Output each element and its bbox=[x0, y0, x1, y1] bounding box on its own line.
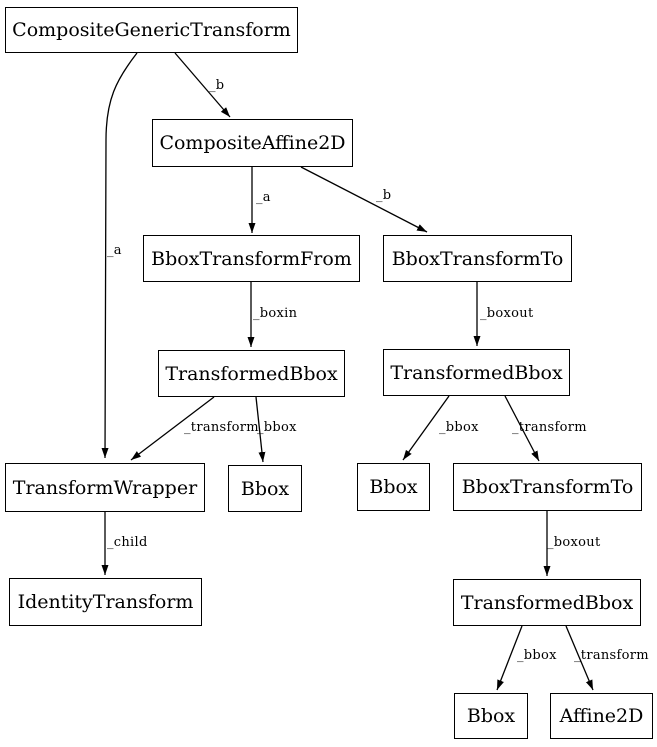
node-composite-generic-transform: CompositeGenericTransform bbox=[5, 7, 298, 53]
edge-label-b-mid: _b bbox=[376, 188, 392, 203]
edge-label-boxout-2: _boxout bbox=[547, 535, 601, 550]
edge-label-bbox-left: _bbox bbox=[257, 420, 297, 435]
edge-compositeaffine2d-to-bboxtransformto1 bbox=[300, 166, 428, 233]
edge-transformedbboxright-to-bboxright bbox=[402, 395, 450, 461]
edge-label-b-top: _b bbox=[209, 78, 225, 93]
edge-label-transform-bottom: _transform bbox=[574, 648, 649, 663]
edge-label-child: _child bbox=[107, 535, 148, 550]
edge-label-a-mid: _a bbox=[256, 190, 271, 205]
node-transformed-bbox-right: TransformedBbox bbox=[383, 349, 570, 396]
node-affine2d: Affine2D bbox=[550, 693, 653, 739]
node-bbox-middle: Bbox bbox=[228, 465, 302, 512]
node-bbox-right: Bbox bbox=[357, 463, 430, 511]
node-transformed-bbox-bottom: TransformedBbox bbox=[453, 579, 641, 626]
node-bbox-transform-to-2: BboxTransformTo bbox=[453, 463, 642, 511]
edge-label-boxout-1: _boxout bbox=[480, 306, 534, 321]
node-composite-affine2d: CompositeAffine2D bbox=[152, 119, 353, 167]
edge-cgt-to-transformwrapper bbox=[101, 52, 138, 459]
edge-label-bbox-right: _bbox bbox=[439, 420, 479, 435]
edge-label-transform-left: _transform bbox=[184, 420, 259, 435]
node-bbox-bottom: Bbox bbox=[454, 693, 528, 739]
edge-transformedbboxleft-to-bboxmiddle bbox=[255, 396, 266, 463]
node-transformed-bbox-left: TransformedBbox bbox=[158, 350, 345, 397]
edge-label-a-long: _a bbox=[107, 243, 122, 258]
edge-transformedbboxbottom-to-affine2d bbox=[565, 625, 594, 691]
edge-label-bbox-bottom: _bbox bbox=[517, 648, 557, 663]
node-transform-wrapper: TransformWrapper bbox=[5, 463, 205, 512]
node-identity-transform: IdentityTransform bbox=[9, 578, 202, 626]
node-bbox-transform-from: BboxTransformFrom bbox=[143, 235, 360, 282]
edge-transformedbboxbottom-to-bboxbottom bbox=[496, 625, 523, 691]
edge-transformedbboxleft-to-transformwrapper bbox=[130, 396, 215, 461]
node-bbox-transform-to-1: BboxTransformTo bbox=[383, 235, 572, 282]
edge-cgt-to-compositeaffine2d bbox=[174, 52, 231, 118]
edge-label-boxin: _boxin bbox=[253, 306, 298, 321]
edge-transformedbboxright-to-bboxtransformto2 bbox=[504, 395, 540, 462]
edge-label-transform-right: _transform bbox=[512, 420, 587, 435]
